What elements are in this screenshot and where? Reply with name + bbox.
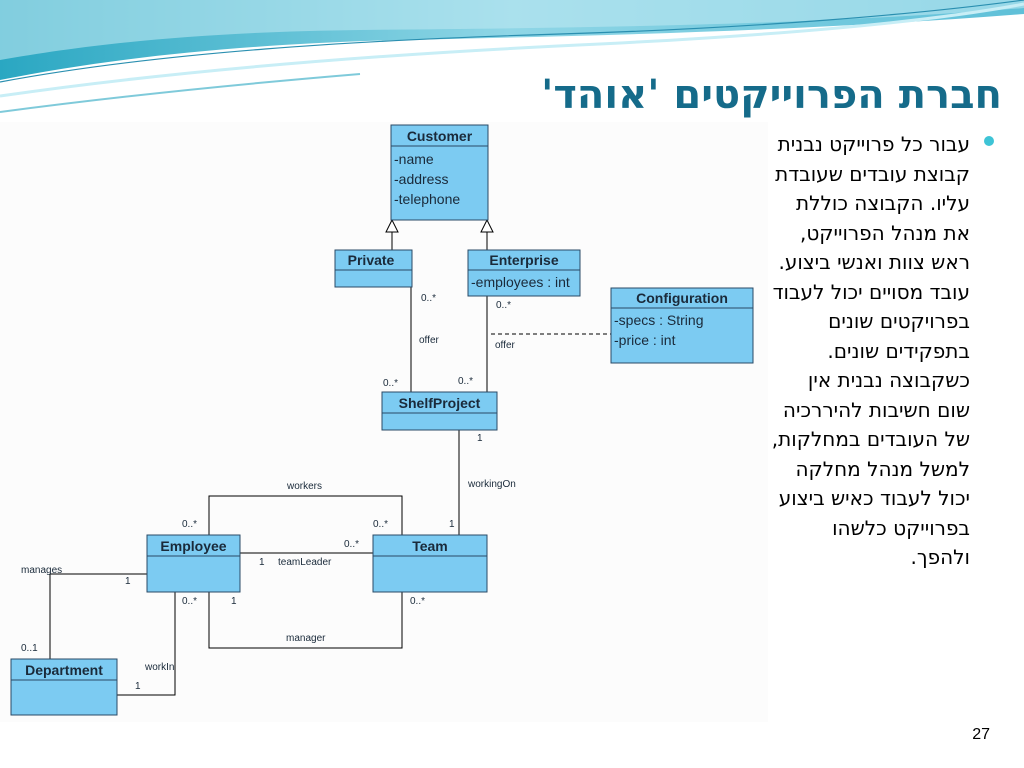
role-label: teamLeader <box>278 557 332 568</box>
multiplicity-label: 1 <box>477 433 483 444</box>
multiplicity-label: 0..* <box>421 293 436 304</box>
role-label: workIn <box>144 662 174 673</box>
multiplicity-label: 1 <box>449 519 455 530</box>
class-attr: -name <box>394 151 434 167</box>
bullet-icon <box>984 136 994 146</box>
class-attr: -address <box>394 171 448 187</box>
class-employee: Employee <box>146 534 241 593</box>
class-private: Private <box>334 249 413 288</box>
class-name: Configuration <box>636 290 728 306</box>
multiplicity-label: 0..* <box>344 539 359 550</box>
multiplicity-label: 0..* <box>383 378 398 389</box>
multiplicity-label: 0..* <box>182 519 197 530</box>
class-attr: -employees : int <box>471 274 570 290</box>
assoc-workin <box>117 592 176 696</box>
page-number: 27 <box>972 726 990 743</box>
header-decoration <box>0 0 1024 113</box>
multiplicity-label: 1 <box>125 576 131 587</box>
role-label: workingOn <box>467 479 516 490</box>
class-department: Department <box>10 658 118 716</box>
role-label: manages <box>21 565 62 576</box>
multiplicity-label: 1 <box>259 557 265 568</box>
class-shelfproject: ShelfProject <box>381 391 498 431</box>
gen-private-arrow <box>385 218 399 233</box>
multiplicity-label: 0..* <box>410 596 425 607</box>
uml-class-diagram: Customer -name -address -telephone Priva… <box>10 124 754 716</box>
class-attr: -telephone <box>394 191 460 207</box>
multiplicity-label: 0..* <box>496 300 511 311</box>
slide-title: חברת הפרוייקטים 'אוהד' <box>541 72 1002 118</box>
role-label: offer <box>419 335 439 346</box>
body-text: עבור כל פרוייקט נבנית קבוצת עובדים שעובד… <box>771 132 970 569</box>
assoc-manager <box>208 592 403 649</box>
class-name: Customer <box>407 128 473 144</box>
class-customer: Customer -name -address -telephone <box>390 124 489 221</box>
multiplicity-label: 0..* <box>373 519 388 530</box>
role-label: manager <box>286 633 326 644</box>
class-name: Employee <box>160 538 226 554</box>
gen-enterprise-arrow <box>480 218 494 233</box>
role-label: workers <box>286 481 322 492</box>
class-name: Enterprise <box>489 252 558 268</box>
class-attr: -specs : String <box>614 312 703 328</box>
assoc-workers <box>208 495 403 535</box>
class-enterprise: Enterprise -employees : int <box>467 249 581 297</box>
multiplicity-label: 0..1 <box>21 643 38 654</box>
class-name: ShelfProject <box>399 395 481 411</box>
multiplicity-label: 1 <box>231 596 237 607</box>
class-team: Team <box>372 534 488 593</box>
assoc-manages <box>49 573 147 659</box>
multiplicity-label: 1 <box>135 681 141 692</box>
class-name: Private <box>348 252 395 268</box>
class-configuration: Configuration -specs : String -price : i… <box>610 287 754 364</box>
class-name: Department <box>25 662 103 678</box>
multiplicity-label: 0..* <box>182 596 197 607</box>
role-label: offer <box>495 340 515 351</box>
class-attr: -price : int <box>614 332 676 348</box>
class-name: Team <box>412 538 448 554</box>
multiplicity-label: 0..* <box>458 376 473 387</box>
